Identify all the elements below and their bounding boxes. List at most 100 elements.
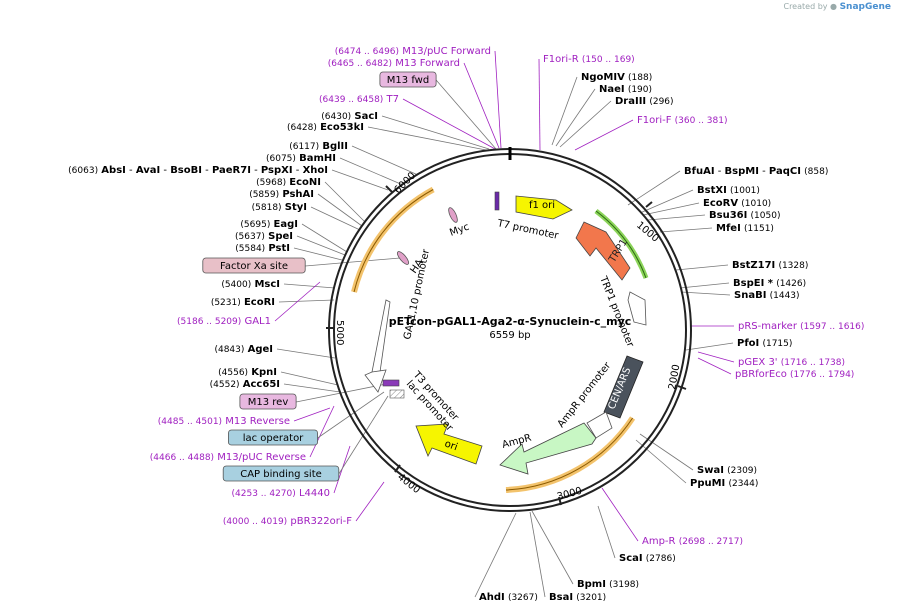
- enzyme-label-17: AhdI (3267): [479, 592, 538, 603]
- trp1-arrow: [575, 221, 631, 281]
- enzyme-name: SwaI: [697, 465, 724, 476]
- enzyme-pos: (1426): [776, 279, 806, 289]
- enzyme-label-22: (5400) MscI: [221, 279, 280, 290]
- enzyme-name: BsaI: [549, 592, 573, 603]
- enzyme-pos: (5231): [211, 298, 241, 308]
- primer-leader-9: [293, 407, 331, 422]
- primer-name: Amp-R: [642, 536, 676, 547]
- feature-box-2: M13 rev: [239, 393, 297, 410]
- enzyme-label-12: SwaI (2309): [697, 465, 757, 476]
- enzyme-label-4: BstXI (1001): [697, 185, 760, 196]
- primer-label-7: (4253 .. 4270) L4440: [232, 488, 331, 499]
- enzyme-label-1: NaeI (190): [599, 84, 652, 95]
- enzyme-pos: (1050): [751, 211, 781, 221]
- enzyme-label-32: (6428) Eco53kI: [287, 122, 364, 133]
- enzyme-name: PfoI: [737, 338, 759, 349]
- enzyme-name: EcoNI: [289, 177, 321, 188]
- enzyme-name: SnaBI: [734, 290, 766, 301]
- snapgene-credit: Created by ● SnapGene: [783, 2, 891, 12]
- enzyme-name: PpuMI: [690, 478, 725, 489]
- enzyme-leader-17: [474, 512, 517, 598]
- snapgene-logo-icon: ●: [830, 2, 838, 11]
- enzyme-leader-22: [283, 283, 336, 289]
- enzyme-label-26: (5818) StyI: [252, 202, 307, 213]
- enzyme-pos: (5584): [235, 244, 265, 254]
- ori-arrow: [415, 423, 483, 465]
- enzyme-name: KpnI: [251, 367, 277, 378]
- enzyme-name: BfuAI: [684, 166, 715, 177]
- enzyme-leader-32: [367, 126, 487, 151]
- primer-label-10: (5186 .. 5209) GAL1: [177, 316, 271, 327]
- enzyme-leader-25: [301, 223, 348, 253]
- feature-box-label: Factor Xa site: [220, 261, 288, 272]
- plasmid-length: 6559 bp: [489, 330, 530, 341]
- enzyme-pos: (2786): [646, 554, 676, 564]
- enzyme-pos: (1010): [741, 199, 771, 209]
- enzyme-leader-15: [531, 510, 574, 585]
- enzyme-leader-16: [529, 511, 546, 598]
- f1-ori-label: f1 ori: [529, 200, 555, 211]
- enzyme-pos: (6063): [68, 166, 98, 176]
- enzyme-label-27: (5859) PshAI: [249, 189, 314, 200]
- enzyme-name: BstZ17I: [732, 260, 775, 271]
- box-leader-0: [435, 79, 497, 150]
- trp1-promoter-arrow: [627, 291, 647, 326]
- ha-tag: [396, 251, 410, 265]
- credit-prefix: Created by: [783, 2, 828, 11]
- primer-pos: (5186 .. 5209): [177, 317, 241, 327]
- enzyme-label-30: (6075) BamHI: [266, 153, 336, 164]
- enzyme-label-15: BpmI (3198): [577, 579, 639, 590]
- enzyme-pos: (5859): [249, 190, 279, 200]
- enzyme-name: BglII: [322, 141, 348, 152]
- enzyme-leader-23: [293, 247, 343, 261]
- enzyme-label-9: BspEI * (1426): [733, 278, 806, 289]
- enzyme-pos: (2309): [727, 466, 757, 476]
- highlight-arc-1-line: [353, 189, 434, 293]
- primer-name: GAL1: [244, 316, 271, 327]
- enzyme-label-25: (5695) EagI: [240, 219, 298, 230]
- primer-pos: (2698 .. 2717): [679, 537, 743, 547]
- enzyme-leader-33: [381, 115, 490, 150]
- enzyme-name: Eco53kI: [320, 122, 364, 133]
- primer-name: M13 Reverse: [225, 416, 290, 427]
- primer-label-5: Amp-R (2698 .. 2717): [642, 536, 743, 547]
- primer-label-11: (6439 .. 6458) T7: [319, 94, 399, 105]
- enzyme-leader-9: [679, 282, 730, 289]
- enzyme-label-8: BstZ17I (1328): [732, 260, 808, 271]
- primer-pos: (150 .. 169): [582, 55, 635, 65]
- ori-label: ori: [443, 438, 459, 453]
- primer-leader-5: [601, 487, 639, 542]
- enzyme-leader-4: [639, 189, 694, 214]
- primer-leader-10: [274, 281, 321, 322]
- enzyme-pos: (190): [628, 85, 652, 95]
- enzyme-leader-18: [283, 383, 341, 393]
- t7-promoter-box: [494, 191, 500, 211]
- enzyme-label-3: BfuAI - BspMI - PaqCI (858): [684, 166, 828, 177]
- enzyme-label-11: PfoI (1715): [737, 338, 792, 349]
- gal-promoter-arrow-a: [371, 299, 391, 373]
- enzyme-name: StyI: [285, 202, 307, 213]
- credit-brand: SnapGene: [839, 2, 891, 12]
- enzyme-leader-21: [278, 299, 335, 303]
- enzyme-name: SacI: [354, 111, 378, 122]
- enzyme-name: EagI: [274, 219, 298, 230]
- enzyme-leader-19: [280, 371, 339, 386]
- enzyme-leader-2: [559, 100, 612, 148]
- enzyme-name: BamHI: [299, 153, 336, 164]
- primer-name: pGEX 3': [738, 357, 778, 368]
- enzyme-name: EcoRV: [703, 198, 738, 209]
- primer-label-2: pRS-marker (1597 .. 1616): [738, 321, 864, 332]
- enzyme-leader-11: [685, 342, 734, 351]
- primer-leader-0: [538, 58, 541, 151]
- primer-name: F1ori-R: [543, 54, 579, 65]
- primer-pos: (6439 .. 6458): [319, 95, 383, 105]
- enzyme-leader-13: [635, 439, 687, 484]
- enzyme-pos: (6075): [266, 154, 296, 164]
- t7-promoter-label: T7 promoter: [495, 218, 560, 242]
- enzyme-pos: (5637): [235, 232, 265, 242]
- enzyme-pos: (5968): [256, 178, 286, 188]
- enzyme-pos: (3267): [508, 593, 538, 603]
- primer-leader-3: [697, 351, 735, 363]
- primer-name: M13/pUC Reverse: [217, 452, 306, 463]
- feature-box-label: M13 rev: [248, 397, 289, 408]
